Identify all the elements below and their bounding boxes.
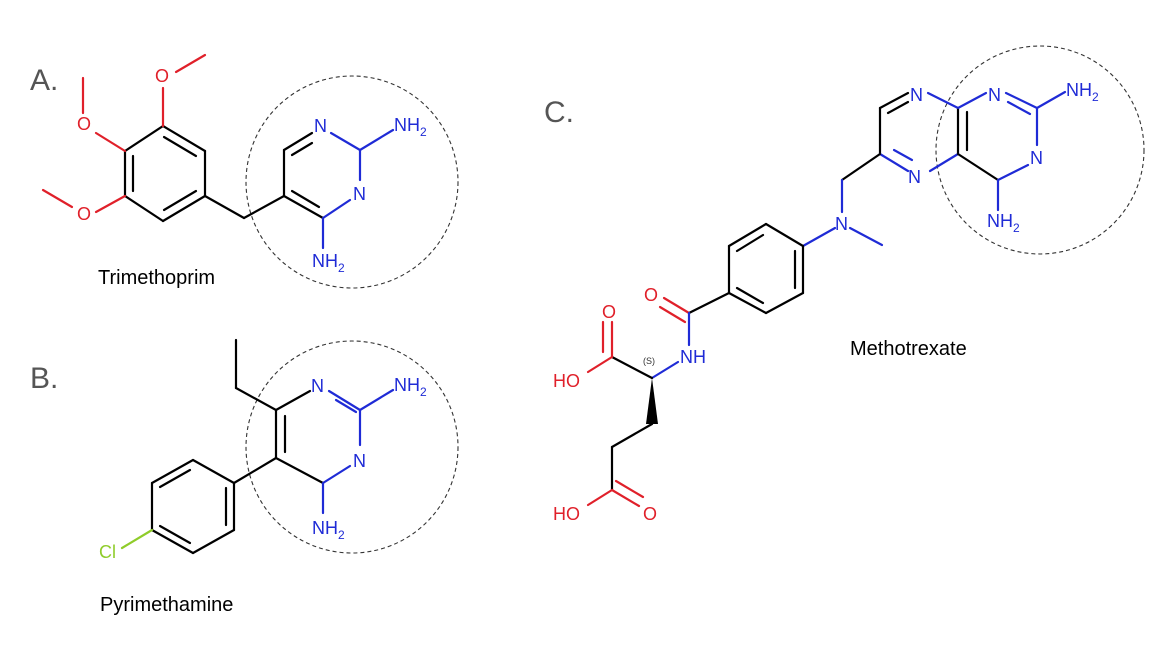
nitrogen-atom: N [314,116,327,136]
nitrogen-atom: N [353,184,366,204]
stereo-label: (S) [643,356,655,366]
nitrogen-atom: N [988,85,1001,105]
oxygen-atom: O [77,114,91,134]
nitrogen-atom: N [910,85,923,105]
diaminopyrimidine-highlight-ring-a [245,75,459,289]
oxygen-atom: O [643,504,657,524]
oxygen-atom: O [602,302,616,322]
panel-a-label: A. [30,64,58,97]
nitrogen-atom: N [835,214,848,234]
chlorine-atom: Cl [99,542,116,562]
panel-b-label: B. [30,362,58,395]
amino-group: NH2 [312,251,345,275]
chlorophenyl-ring-b [150,458,236,555]
diaminopyrimidine-highlight-ring-c [935,45,1145,255]
nitrogen-atom: N [353,451,366,471]
pyrimidine-ring-b [274,388,395,515]
oxygen-atom: O [77,204,91,224]
nitrogen-atom: N [908,167,921,187]
hydroxyl-group: HO [553,504,580,524]
panel-b-pyrimethamine: B. N N NH2 NH2 [30,338,459,616]
hydroxyl-group: HO [553,371,580,391]
panel-c-methotrexate: C. N N N N NH2 NH2 [544,45,1145,524]
stereo-wedge [646,378,658,424]
diaminopyrimidine-highlight-ring-b [245,340,459,554]
phenylene-ring-c [727,222,805,315]
amino-group: NH2 [987,211,1020,235]
panel-c-label: C. [544,96,574,129]
amino-group: NH2 [394,375,427,399]
pyrimidine-ring-c [956,90,1067,212]
pyrimidine-ring-a [282,128,395,250]
oxygen-atom: O [155,66,169,86]
nitrogen-atom: N [1030,148,1043,168]
nitrogen-atom: N [311,376,324,396]
oxygen-atom: O [644,285,658,305]
amino-group: NH2 [394,115,427,139]
amino-group: NH2 [312,518,345,542]
panel-a-trimethoprim: A. O O O [30,53,459,289]
amino-group: NH2 [1066,80,1099,104]
pyrazine-ring-c [878,91,960,173]
compound-name-trimethoprim: Trimethoprim [98,267,215,289]
amide-nh: NH [680,347,706,367]
compound-name-methotrexate: Methotrexate [850,338,967,360]
compound-name-pyrimethamine: Pyrimethamine [100,594,233,616]
benzene-ring-a [123,124,207,223]
